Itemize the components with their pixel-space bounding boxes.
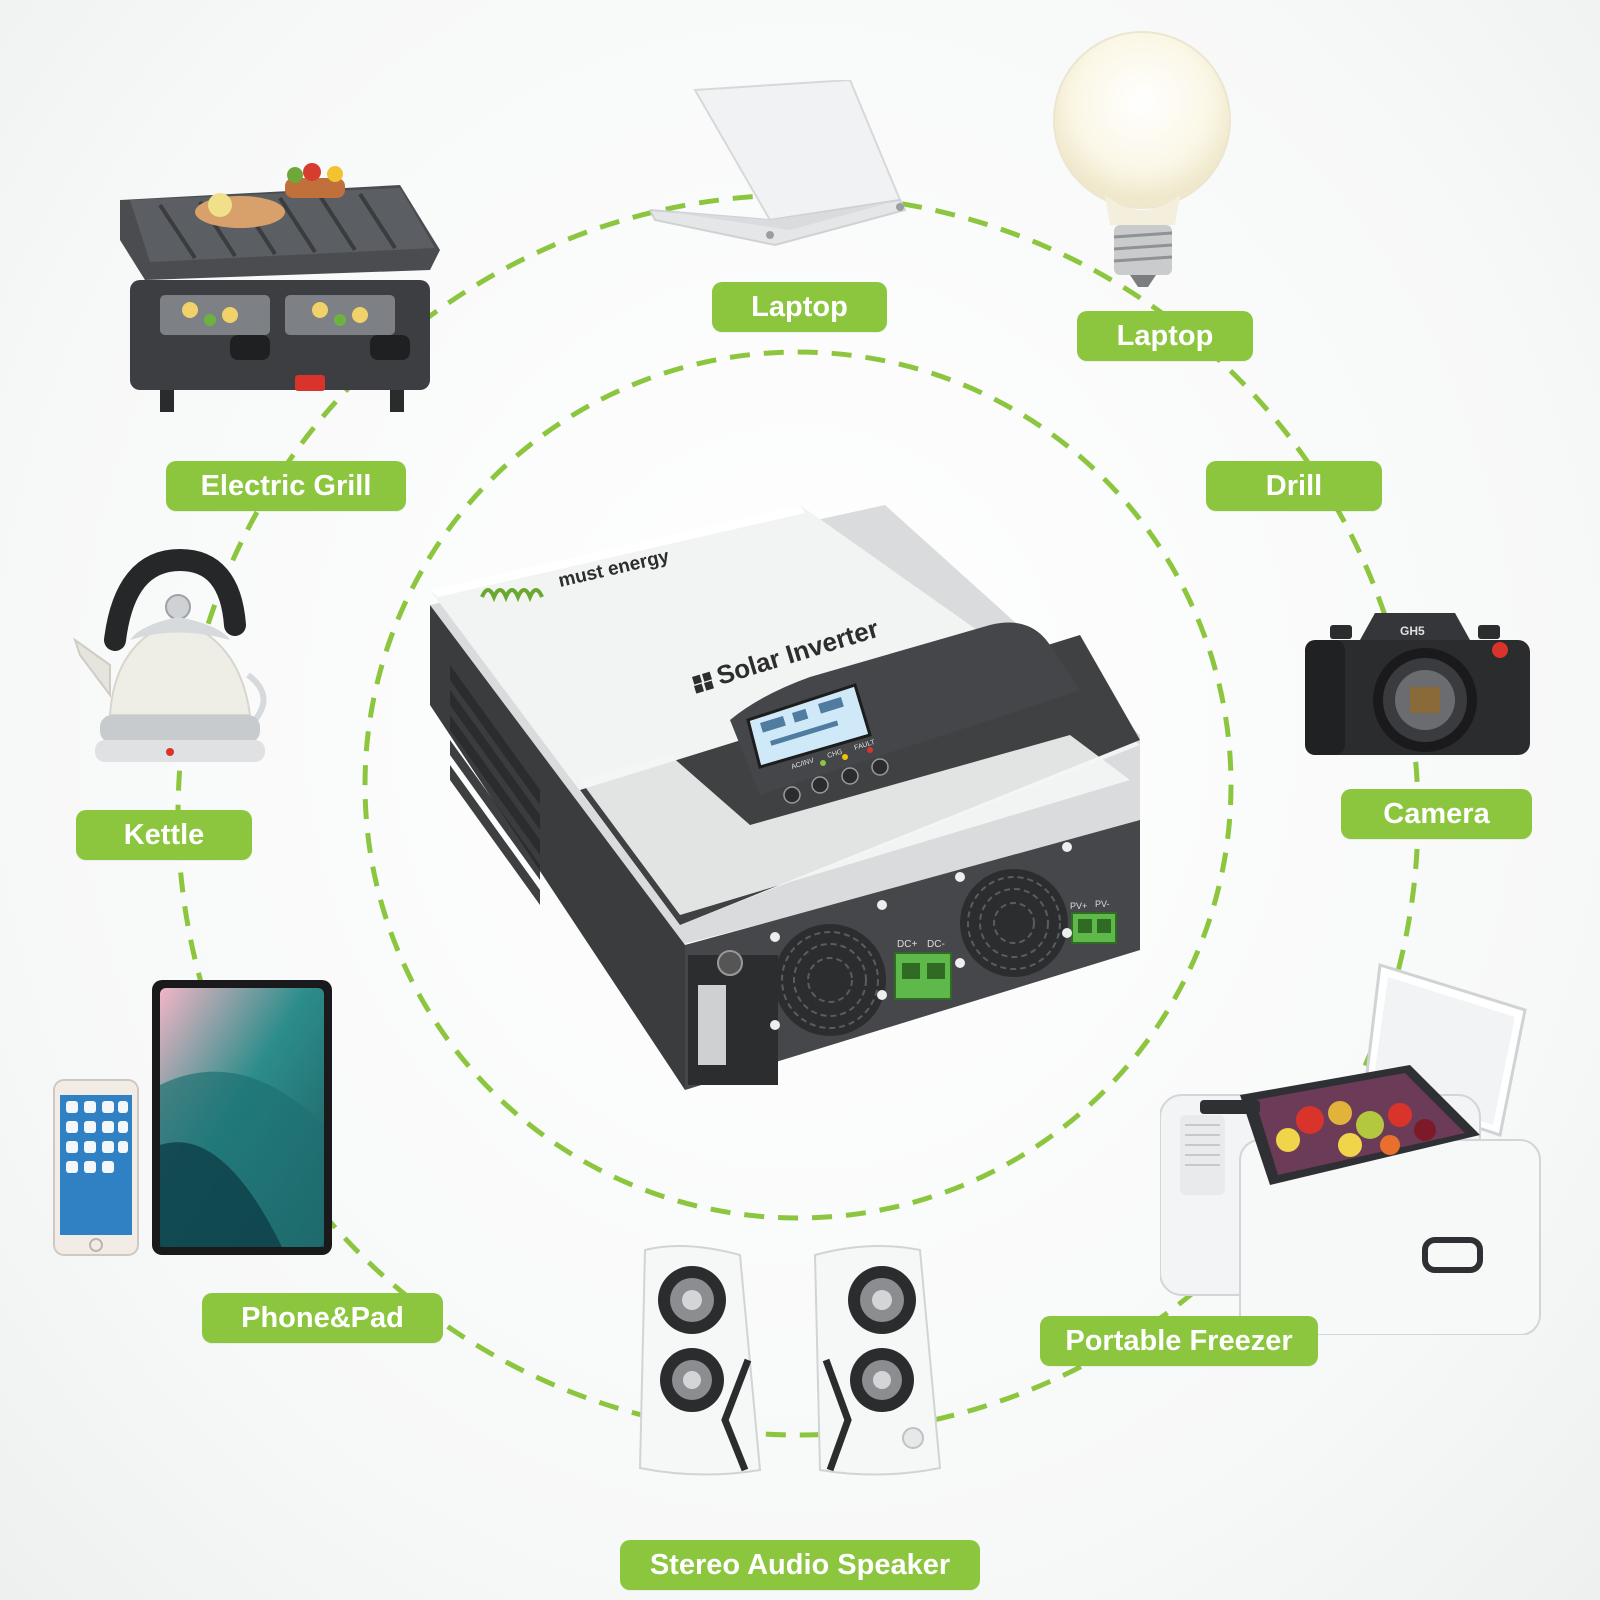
pv-minus-label: PV- xyxy=(1095,899,1110,909)
cooling-fan-right xyxy=(960,869,1068,977)
kettle-icon xyxy=(73,548,267,762)
dc-plus-label: DC+ xyxy=(897,939,917,950)
electric-grill-icon xyxy=(120,163,440,412)
label-drill: Drill xyxy=(1206,461,1382,511)
light-bulb-icon xyxy=(1053,31,1231,287)
inner-dashed-ring xyxy=(362,349,1234,1221)
cooling-fan-left xyxy=(774,924,886,1036)
label-electric-grill: Electric Grill xyxy=(166,461,406,511)
solar-inverter: AC/INV CHG FAULT must energy Solar Inver… xyxy=(430,505,1140,1090)
phone-tablet-icon xyxy=(53,980,332,1256)
label-portable-freezer: Portable Freezer xyxy=(1040,1316,1318,1366)
left-speaker xyxy=(638,1245,762,1476)
dc-minus-label: DC- xyxy=(927,939,945,950)
must-energy-logo xyxy=(480,588,544,603)
pv-plus-label: PV+ xyxy=(1070,901,1087,911)
laptop-icon xyxy=(650,80,907,247)
label-stereo-audio-speaker: Stereo Audio Speaker xyxy=(620,1540,980,1590)
portable-freezer-icon xyxy=(1160,963,1541,1335)
label-bulb: Laptop xyxy=(1077,311,1253,361)
label-camera: Camera xyxy=(1341,789,1532,839)
label-kettle: Kettle xyxy=(76,810,252,860)
camera-model: GH5 xyxy=(1400,624,1425,638)
label-phone-pad: Phone&Pad xyxy=(202,1293,443,1343)
camera-icon: GH5 xyxy=(1305,613,1530,755)
indicator-chg: CHG xyxy=(827,749,844,760)
right-speaker xyxy=(813,1245,942,1476)
speaker-icon xyxy=(638,1245,942,1476)
label-laptop: Laptop xyxy=(712,282,887,332)
